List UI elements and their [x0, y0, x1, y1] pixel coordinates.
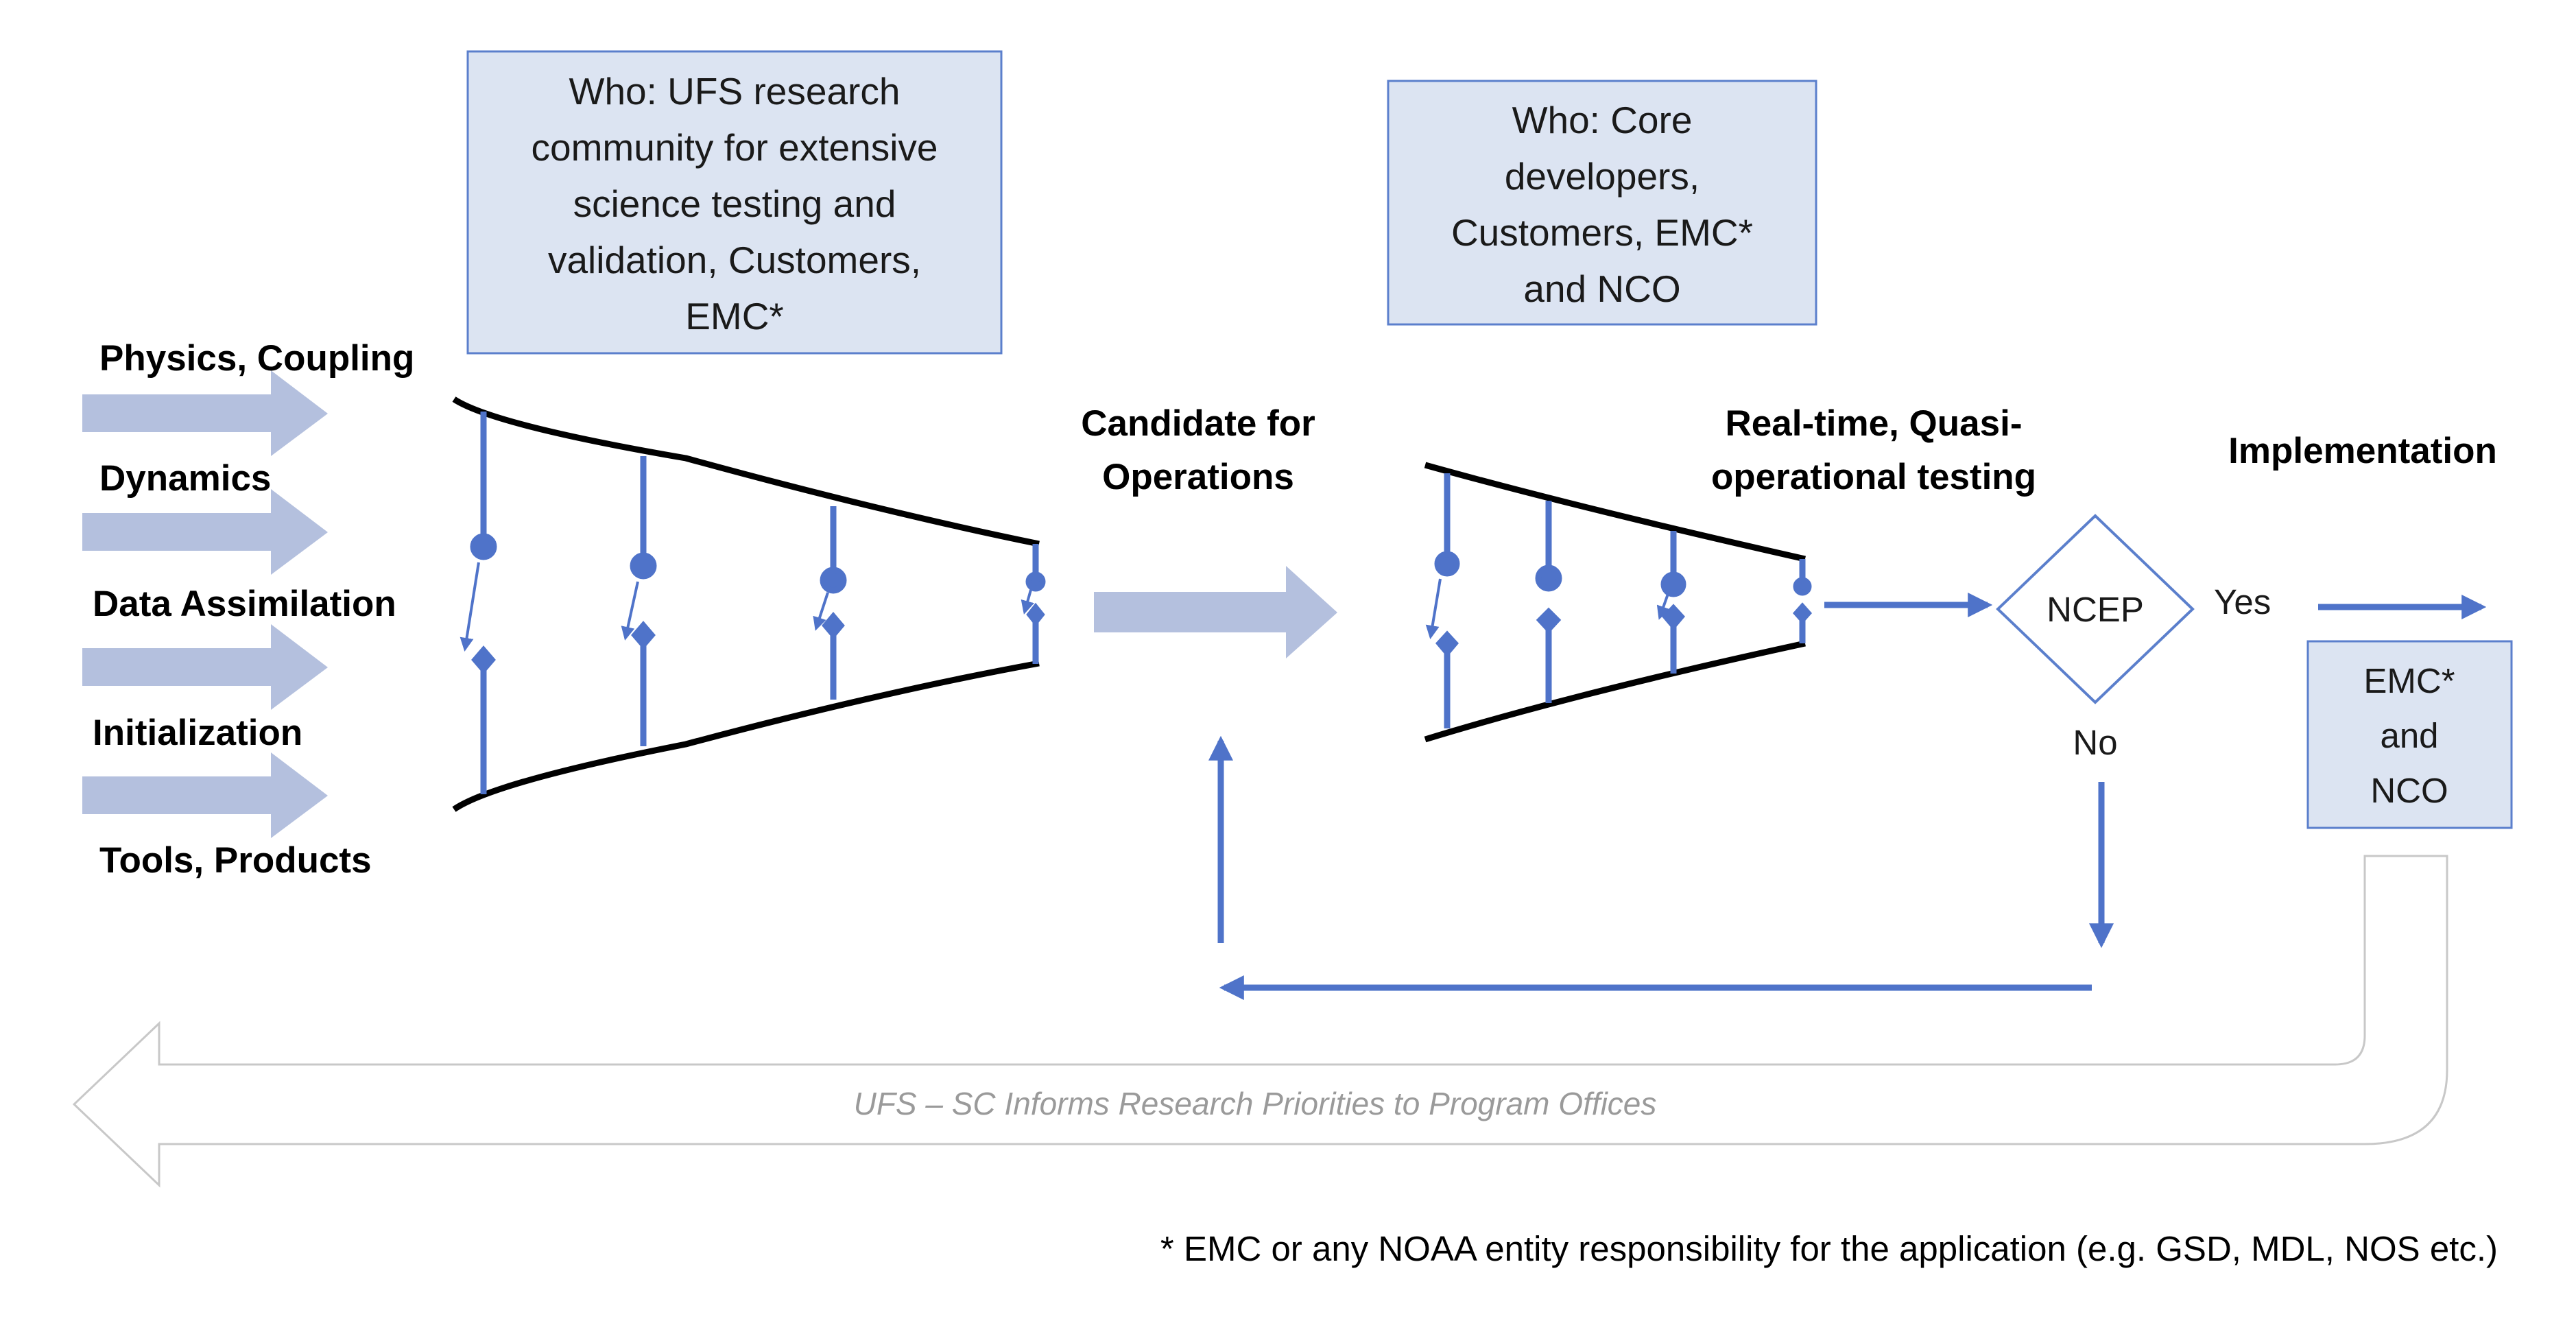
input-label-tools-products: Tools, Products — [99, 840, 372, 881]
realtime-label: Real-time, Quasi- operational testing — [1711, 403, 2036, 497]
who-box-core: Who: Core developers, Customers, EMC* an… — [1387, 80, 1817, 326]
who-box-core-line-1: Who: Core — [1512, 99, 1693, 141]
input-labels: Physics, Coupling Dynamics Data Assimila… — [93, 338, 414, 881]
who-box-research-line-2: community for extensive — [532, 126, 938, 169]
input-label-data-assimilation: Data Assimilation — [93, 584, 396, 624]
candidate-label-line-1: Candidate for — [1081, 403, 1315, 444]
who-box-core-line-2: developers, — [1505, 155, 1700, 198]
footnote: * EMC or any NOAA entity responsibility … — [1160, 1229, 2498, 1268]
who-box-research-line-5: EMC* — [685, 295, 784, 337]
candidate-label-line-2: Operations — [1102, 457, 1294, 497]
who-box-core-line-4: and NCO — [1523, 267, 1680, 310]
research-funnel — [452, 396, 1046, 812]
candidate-arrow — [1094, 566, 1337, 658]
input-arrow-dynamics — [82, 489, 328, 575]
who-box-research-line-4: validation, Customers, — [548, 239, 921, 281]
research-funnel-bottom-edge — [452, 660, 1040, 812]
input-label-initialization: Initialization — [93, 713, 302, 753]
implementation-box: EMC* and NCO — [2306, 640, 2513, 829]
realtime-funnel-top-edge — [1424, 462, 1806, 562]
feedback-loop-arrow — [72, 855, 2448, 1188]
realtime-funnel — [1424, 462, 1813, 743]
input-arrow-physics — [82, 370, 328, 456]
input-arrow-data-assimilation — [82, 624, 328, 710]
decision-yes-label: Yes — [2214, 582, 2271, 621]
implementation-label: Implementation — [2228, 431, 2497, 471]
input-arrow-initialization — [82, 752, 328, 838]
candidate-label: Candidate for Operations — [1081, 403, 1315, 497]
who-box-research-line-3: science testing and — [573, 182, 896, 225]
input-label-dynamics: Dynamics — [99, 458, 271, 499]
who-box-research: Who: UFS research community for extensiv… — [466, 50, 1003, 355]
feedback-loop-label: UFS – SC Informs Research Priorities to … — [854, 1086, 1657, 1121]
ncep-decision-diamond — [1996, 514, 2195, 704]
who-box-core-line-3: Customers, EMC* — [1451, 211, 1753, 254]
implementation-box-line-1: EMC* — [2363, 661, 2455, 700]
implementation-box-line-2: and — [2380, 716, 2438, 755]
implementation-box-line-3: NCO — [2370, 771, 2448, 810]
ncep-decision-label: NCEP — [2047, 590, 2144, 629]
input-arrows — [82, 370, 328, 838]
realtime-label-line-1: Real-time, Quasi- — [1726, 403, 2023, 444]
decision-no-label: No — [2073, 723, 2117, 762]
ncep-decision: NCEP — [1996, 514, 2195, 704]
realtime-funnel-bottom-edge — [1424, 640, 1806, 743]
realtime-label-line-2: operational testing — [1711, 457, 2036, 497]
input-label-physics: Physics, Coupling — [99, 338, 414, 379]
who-box-research-line-1: Who: UFS research — [569, 70, 901, 112]
research-funnel-top-edge — [452, 396, 1040, 547]
